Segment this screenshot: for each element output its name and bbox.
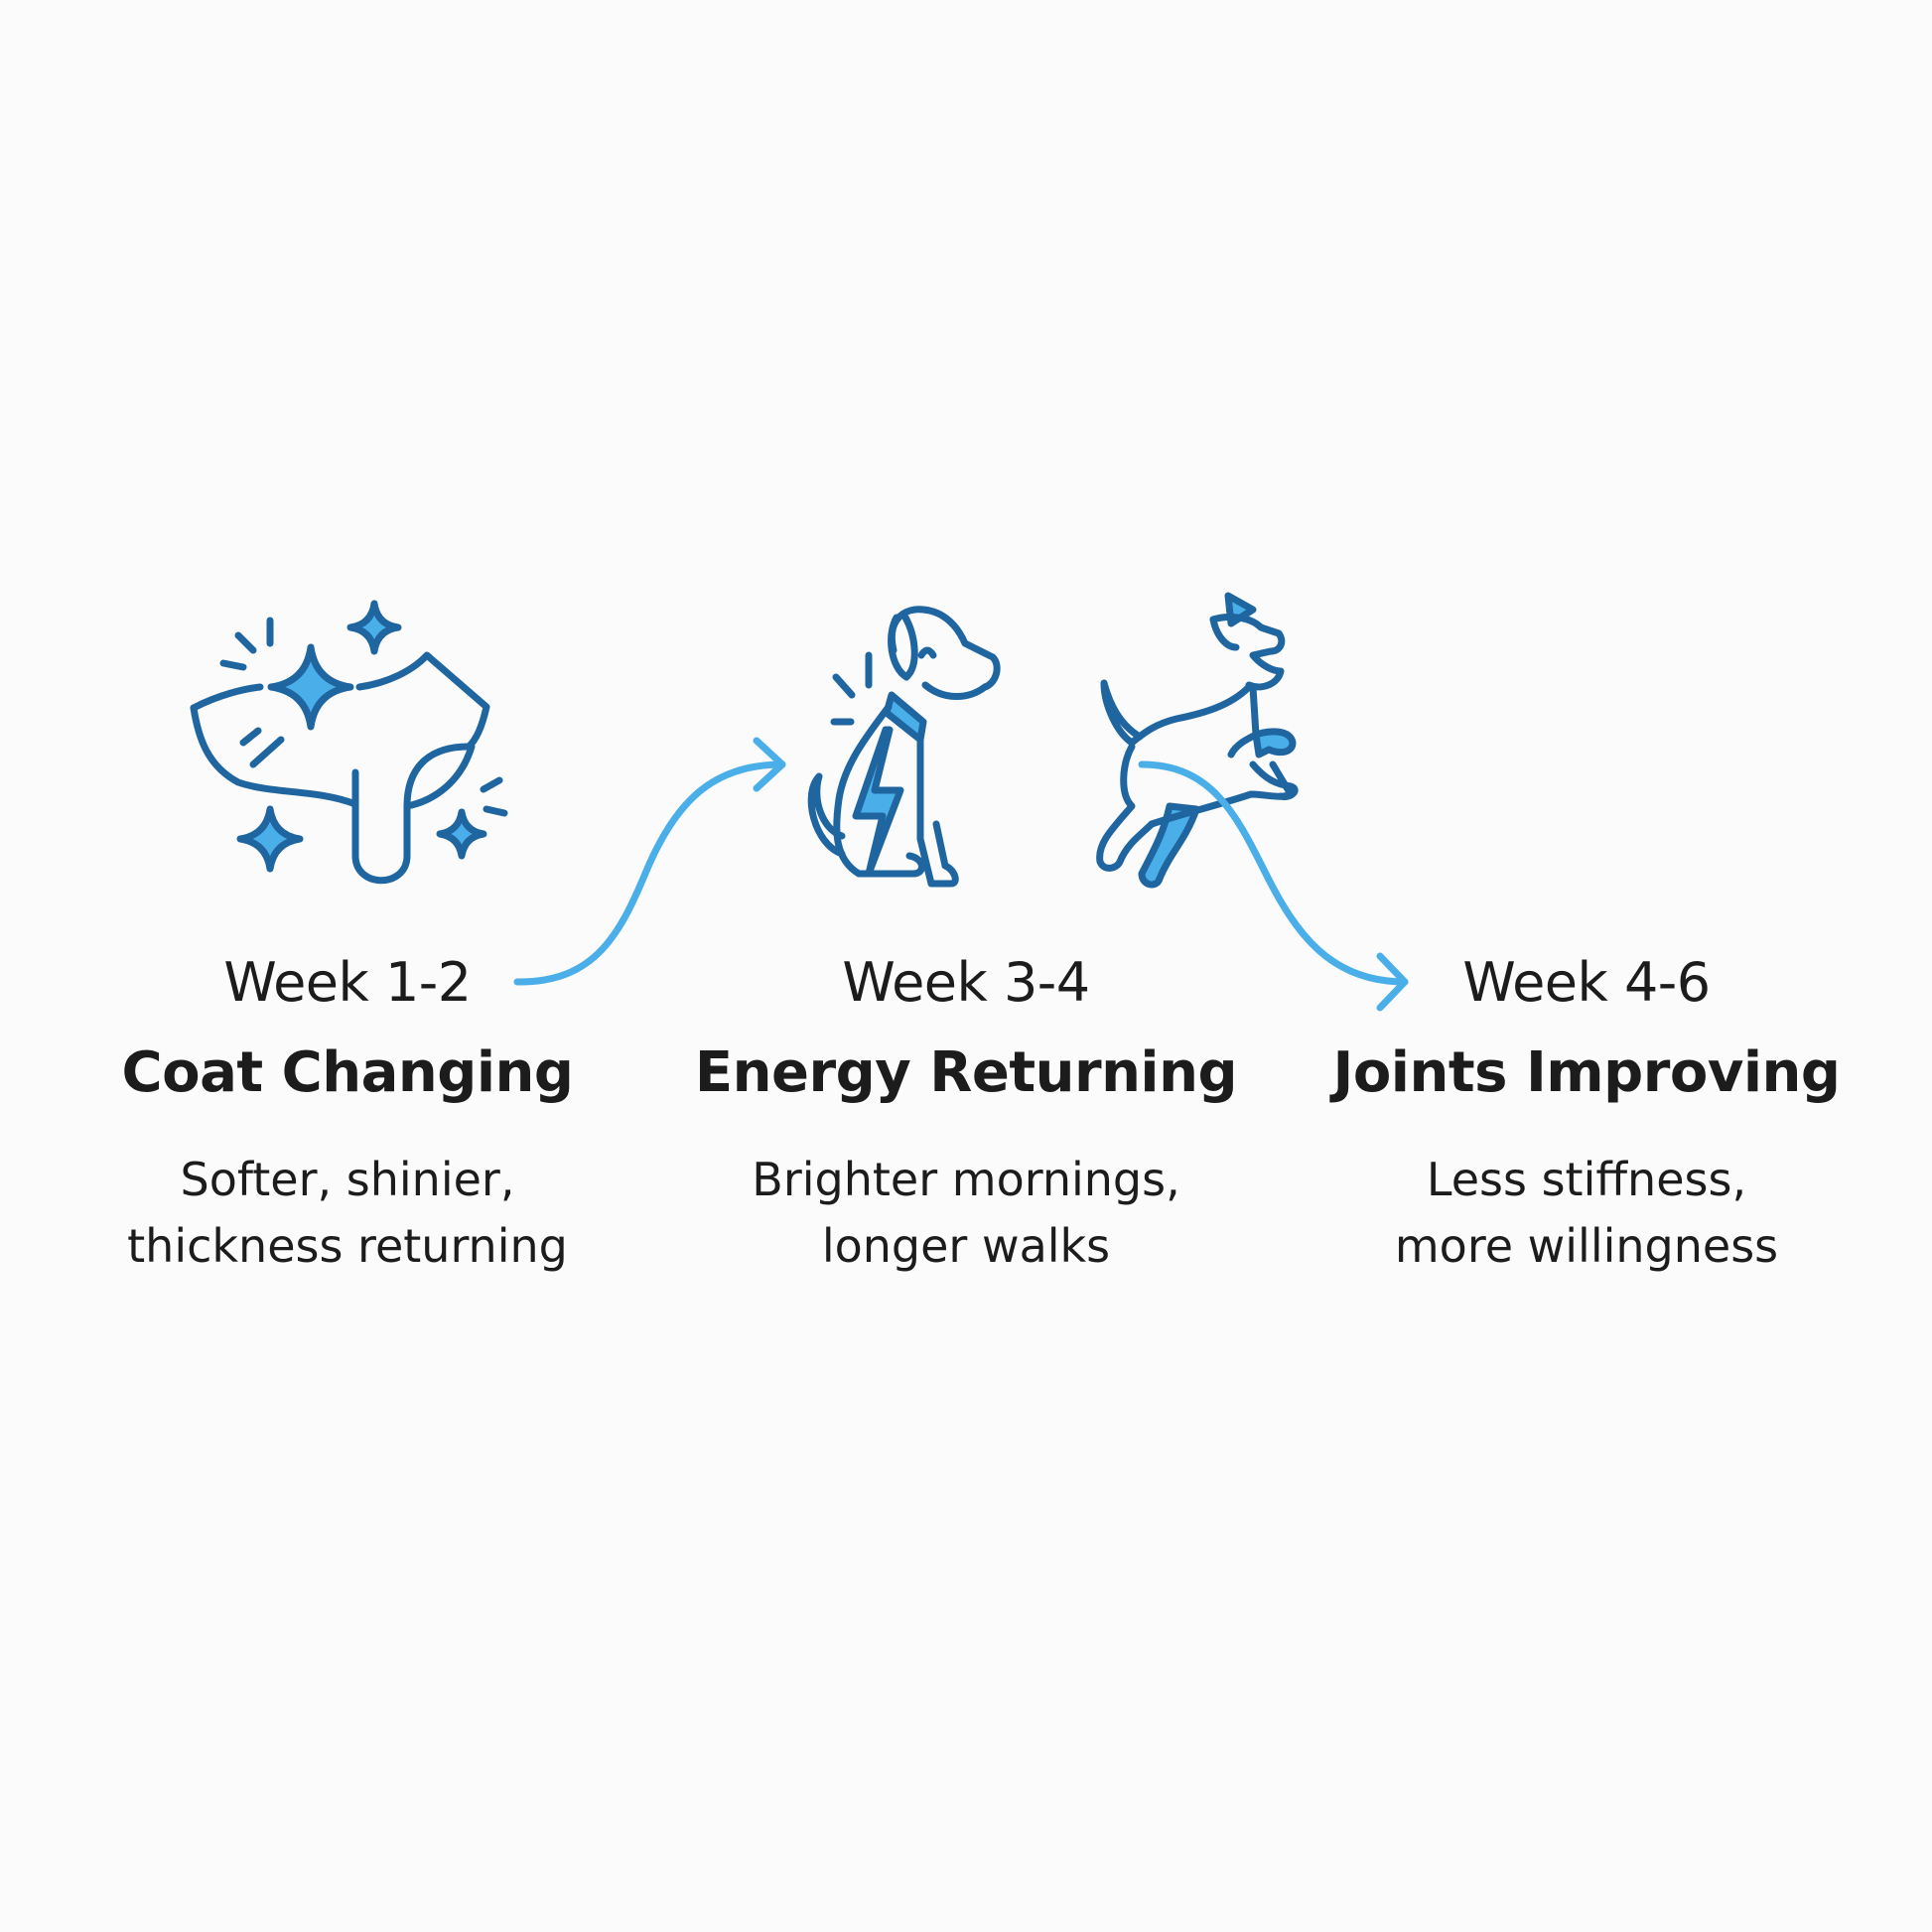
stage-description-line: Brighter mornings, bbox=[752, 1153, 1180, 1206]
stage-description-line: longer walks bbox=[821, 1219, 1111, 1273]
stage-description: Less stiffness, more willingness bbox=[1309, 1147, 1864, 1280]
arrow-week1-to-week3 bbox=[513, 737, 786, 986]
arrow-week3-to-week4 bbox=[1138, 760, 1409, 1012]
stage-description-line: Softer, shinier, bbox=[180, 1153, 515, 1206]
stage-description-line: more willingness bbox=[1394, 1219, 1779, 1273]
stage-description-line: thickness returning bbox=[127, 1219, 568, 1273]
stage-description: Softer, shinier, thickness returning bbox=[69, 1147, 625, 1280]
energized-dog-icon bbox=[807, 606, 1001, 888]
jumping-dog-icon bbox=[1096, 592, 1299, 889]
stage-title: Energy Returning bbox=[694, 1040, 1238, 1105]
stage-title: Joints Improving bbox=[1332, 1040, 1841, 1105]
stage-week-label: Week 4-6 bbox=[1462, 951, 1711, 1014]
stage-week-label: Week 3-4 bbox=[842, 951, 1090, 1014]
stage-title: Coat Changing bbox=[121, 1040, 574, 1105]
stage-week-label: Week 1-2 bbox=[223, 951, 472, 1014]
stage-description-line: Less stiffness, bbox=[1426, 1153, 1747, 1206]
stage-description: Brighter mornings, longer walks bbox=[688, 1147, 1244, 1280]
sparkling-coat-icon bbox=[190, 600, 508, 885]
